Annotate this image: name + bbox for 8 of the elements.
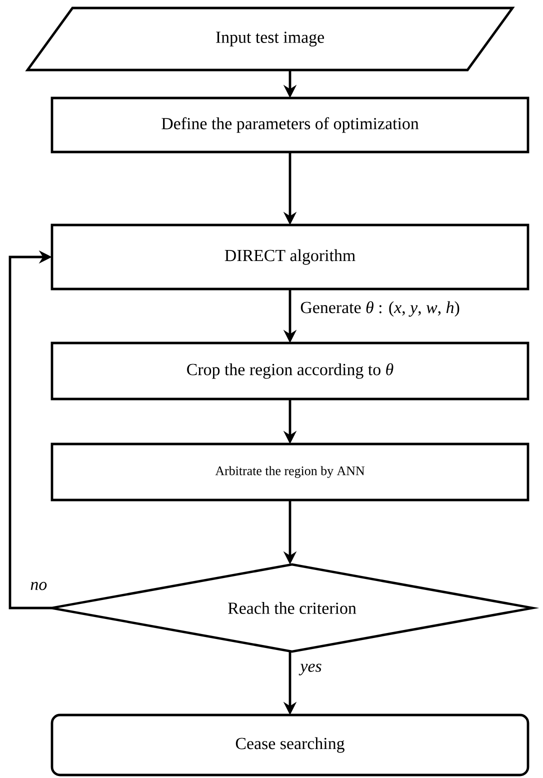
terminal-box: Cease searching xyxy=(50,714,530,776)
process-box: DIRECT algorithm xyxy=(50,224,530,290)
process-box: Arbitrate the region by ANN xyxy=(50,442,530,502)
edge-label: yes xyxy=(298,662,323,676)
process-box: Define the parameters of optimization xyxy=(50,96,530,154)
process-box: Crop the region according to θ xyxy=(50,342,530,400)
edge-label: no xyxy=(29,580,48,592)
edge-label: Generate θ : (x, y, w, h) xyxy=(299,300,461,318)
